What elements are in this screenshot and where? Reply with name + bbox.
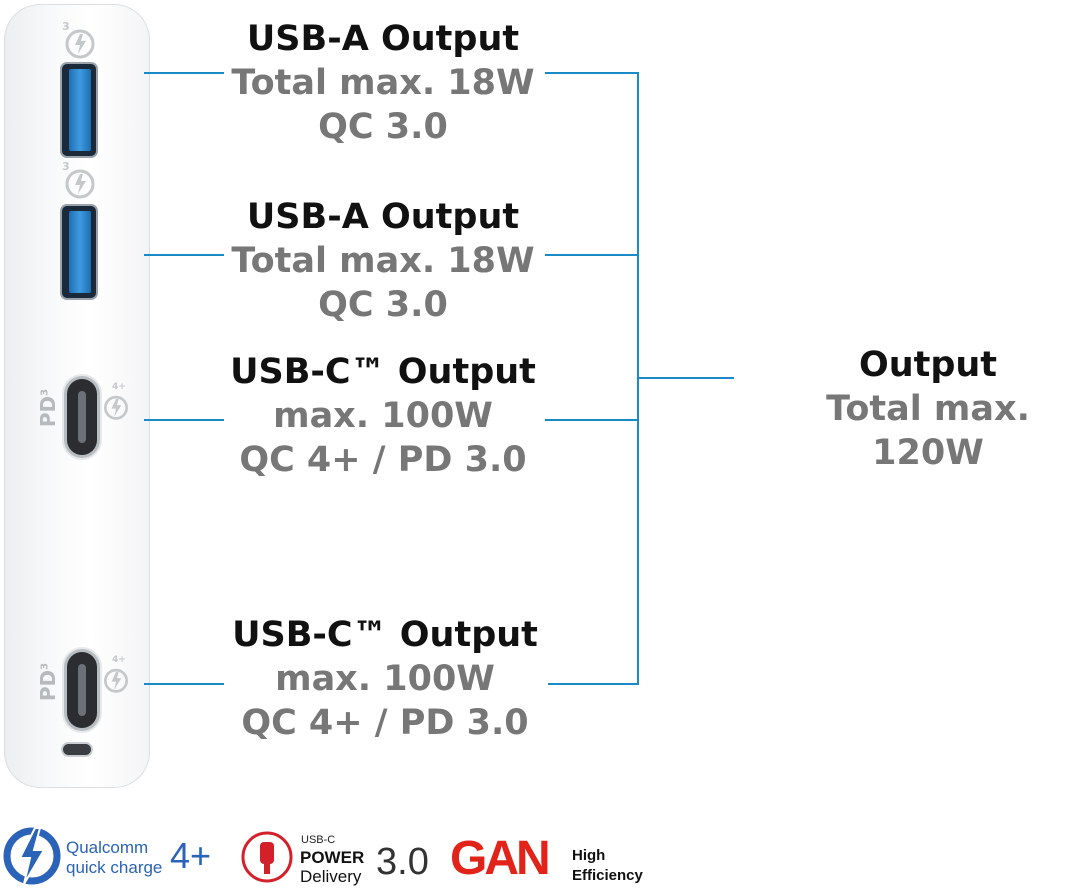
connector-line <box>545 419 639 421</box>
output-title: Output <box>858 345 998 385</box>
qualcomm-product: quick charge <box>66 858 163 877</box>
connector-line <box>545 72 639 74</box>
connector-line <box>144 254 224 256</box>
port-title: USB-C™ Output <box>230 352 536 392</box>
usb-c-port <box>67 379 97 455</box>
pd-label: PD3 <box>36 388 60 428</box>
connector-line <box>548 683 639 685</box>
port-title: USB-A Output <box>246 197 520 237</box>
port-power: Total max. 18W <box>231 241 535 281</box>
gan-line2: Efficiency <box>572 867 643 884</box>
usb-a-port <box>62 64 96 156</box>
connector-line <box>144 683 224 685</box>
quick-charge-icon <box>65 169 95 199</box>
connector-line <box>637 377 734 379</box>
connector-line <box>545 254 639 256</box>
qualcomm-quick-charge-icon <box>3 827 61 885</box>
total-output: Output Total max. 120W <box>768 343 1080 475</box>
qc-version-label: 4+ <box>112 655 126 665</box>
usb-a-port <box>62 206 96 298</box>
pd-logo-text: POWER Delivery <box>300 848 364 886</box>
quick-charge-icon <box>104 668 128 693</box>
gan-line1: High <box>572 847 606 864</box>
qualcomm-brand: Qualcomm <box>66 838 149 857</box>
quick-charge-icon <box>65 29 95 59</box>
port-title: USB-A Output <box>246 19 520 59</box>
port-spec-usb-c-2: USB-C™ Output max. 100W QC 4+ / PD 3.0 <box>220 613 550 745</box>
port-power: Total max. 18W <box>231 63 535 103</box>
qc-version-label: 3 <box>62 20 70 33</box>
port-power: max. 100W <box>273 396 493 436</box>
connector-line <box>144 419 224 421</box>
port-protocol: QC 4+ / PD 3.0 <box>239 440 527 480</box>
gan-tagline: High Efficiency <box>572 846 643 886</box>
pd-line1: POWER <box>300 848 365 867</box>
port-protocol: QC 3.0 <box>318 107 448 147</box>
quick-charge-icon <box>104 395 128 420</box>
qc-version-label: 3 <box>62 160 70 173</box>
pd-small-label: USB-C <box>301 834 336 846</box>
port-spec-usb-c-1: USB-C™ Output max. 100W QC 4+ / PD 3.0 <box>218 350 548 482</box>
port-spec-usb-a-2: USB-A Output Total max. 18W QC 3.0 <box>218 195 548 327</box>
port-power: max. 100W <box>275 659 495 699</box>
port-title: USB-C™ Output <box>232 615 538 655</box>
port-protocol: QC 3.0 <box>318 285 448 325</box>
pd-label: PD3 <box>36 662 60 702</box>
usb-c-port <box>67 652 97 728</box>
port-spec-usb-a-1: USB-A Output Total max. 18W QC 3.0 <box>218 17 548 149</box>
gan-logo: GAN <box>450 832 551 885</box>
pd-line2: Delivery <box>300 867 362 886</box>
pd-version: 3.0 <box>376 841 429 883</box>
output-total: Total max. 120W <box>826 389 1030 473</box>
status-indicator <box>63 744 91 755</box>
qualcomm-version: 4+ <box>170 835 212 876</box>
power-delivery-icon <box>241 831 293 883</box>
connector-line <box>144 72 224 74</box>
port-protocol: QC 4+ / PD 3.0 <box>241 703 529 743</box>
qc-version-label: 4+ <box>112 382 126 392</box>
qualcomm-logo-text: Qualcomm quick charge <box>66 838 162 878</box>
